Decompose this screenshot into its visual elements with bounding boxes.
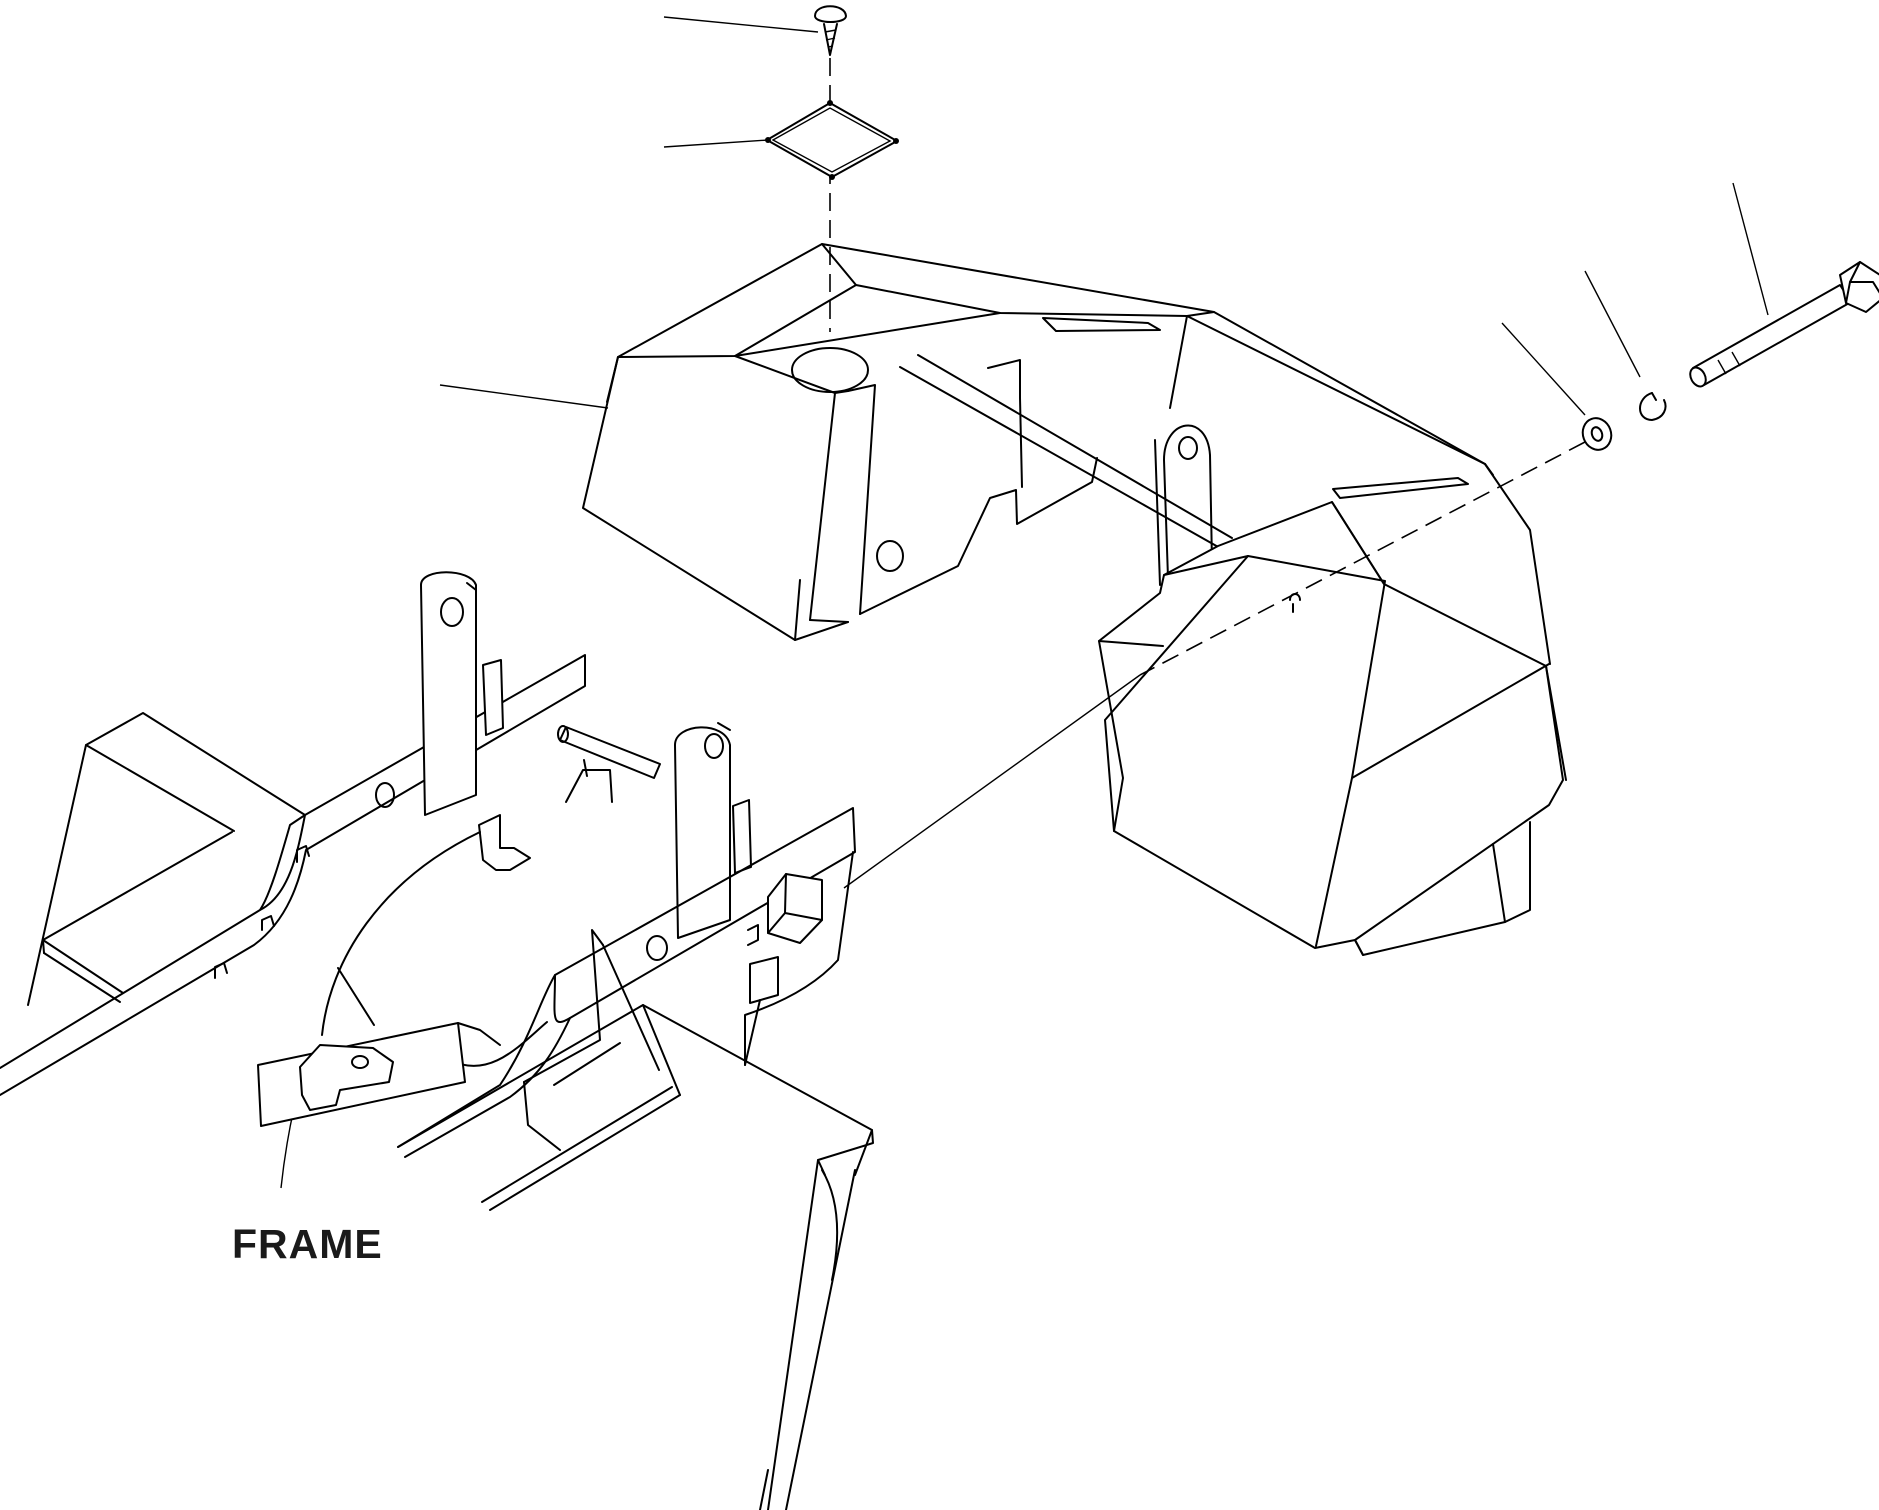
frame-label: FRAME — [232, 1221, 383, 1267]
cover-plate-part — [765, 100, 899, 180]
leader-snap-ring — [1584, 270, 1641, 378]
leader-counterweight — [439, 384, 609, 409]
snap-ring-part — [1639, 392, 1667, 421]
frame-part — [0, 571, 874, 1510]
counterweight-part — [582, 243, 1567, 956]
leader-bolt — [1732, 182, 1769, 316]
screw-part — [814, 5, 847, 56]
leader-screw — [663, 16, 819, 33]
bolt-part — [1689, 261, 1879, 388]
assembly-axis-bolt — [1139, 441, 1586, 676]
screw-shank — [823, 23, 838, 56]
assembly-axis-solid — [843, 674, 1141, 889]
leader-washer — [1501, 322, 1586, 416]
washer-part — [1581, 417, 1613, 451]
screw-head — [814, 5, 847, 23]
leader-cover-plate — [663, 139, 769, 148]
leader-lines — [280, 16, 1769, 1189]
